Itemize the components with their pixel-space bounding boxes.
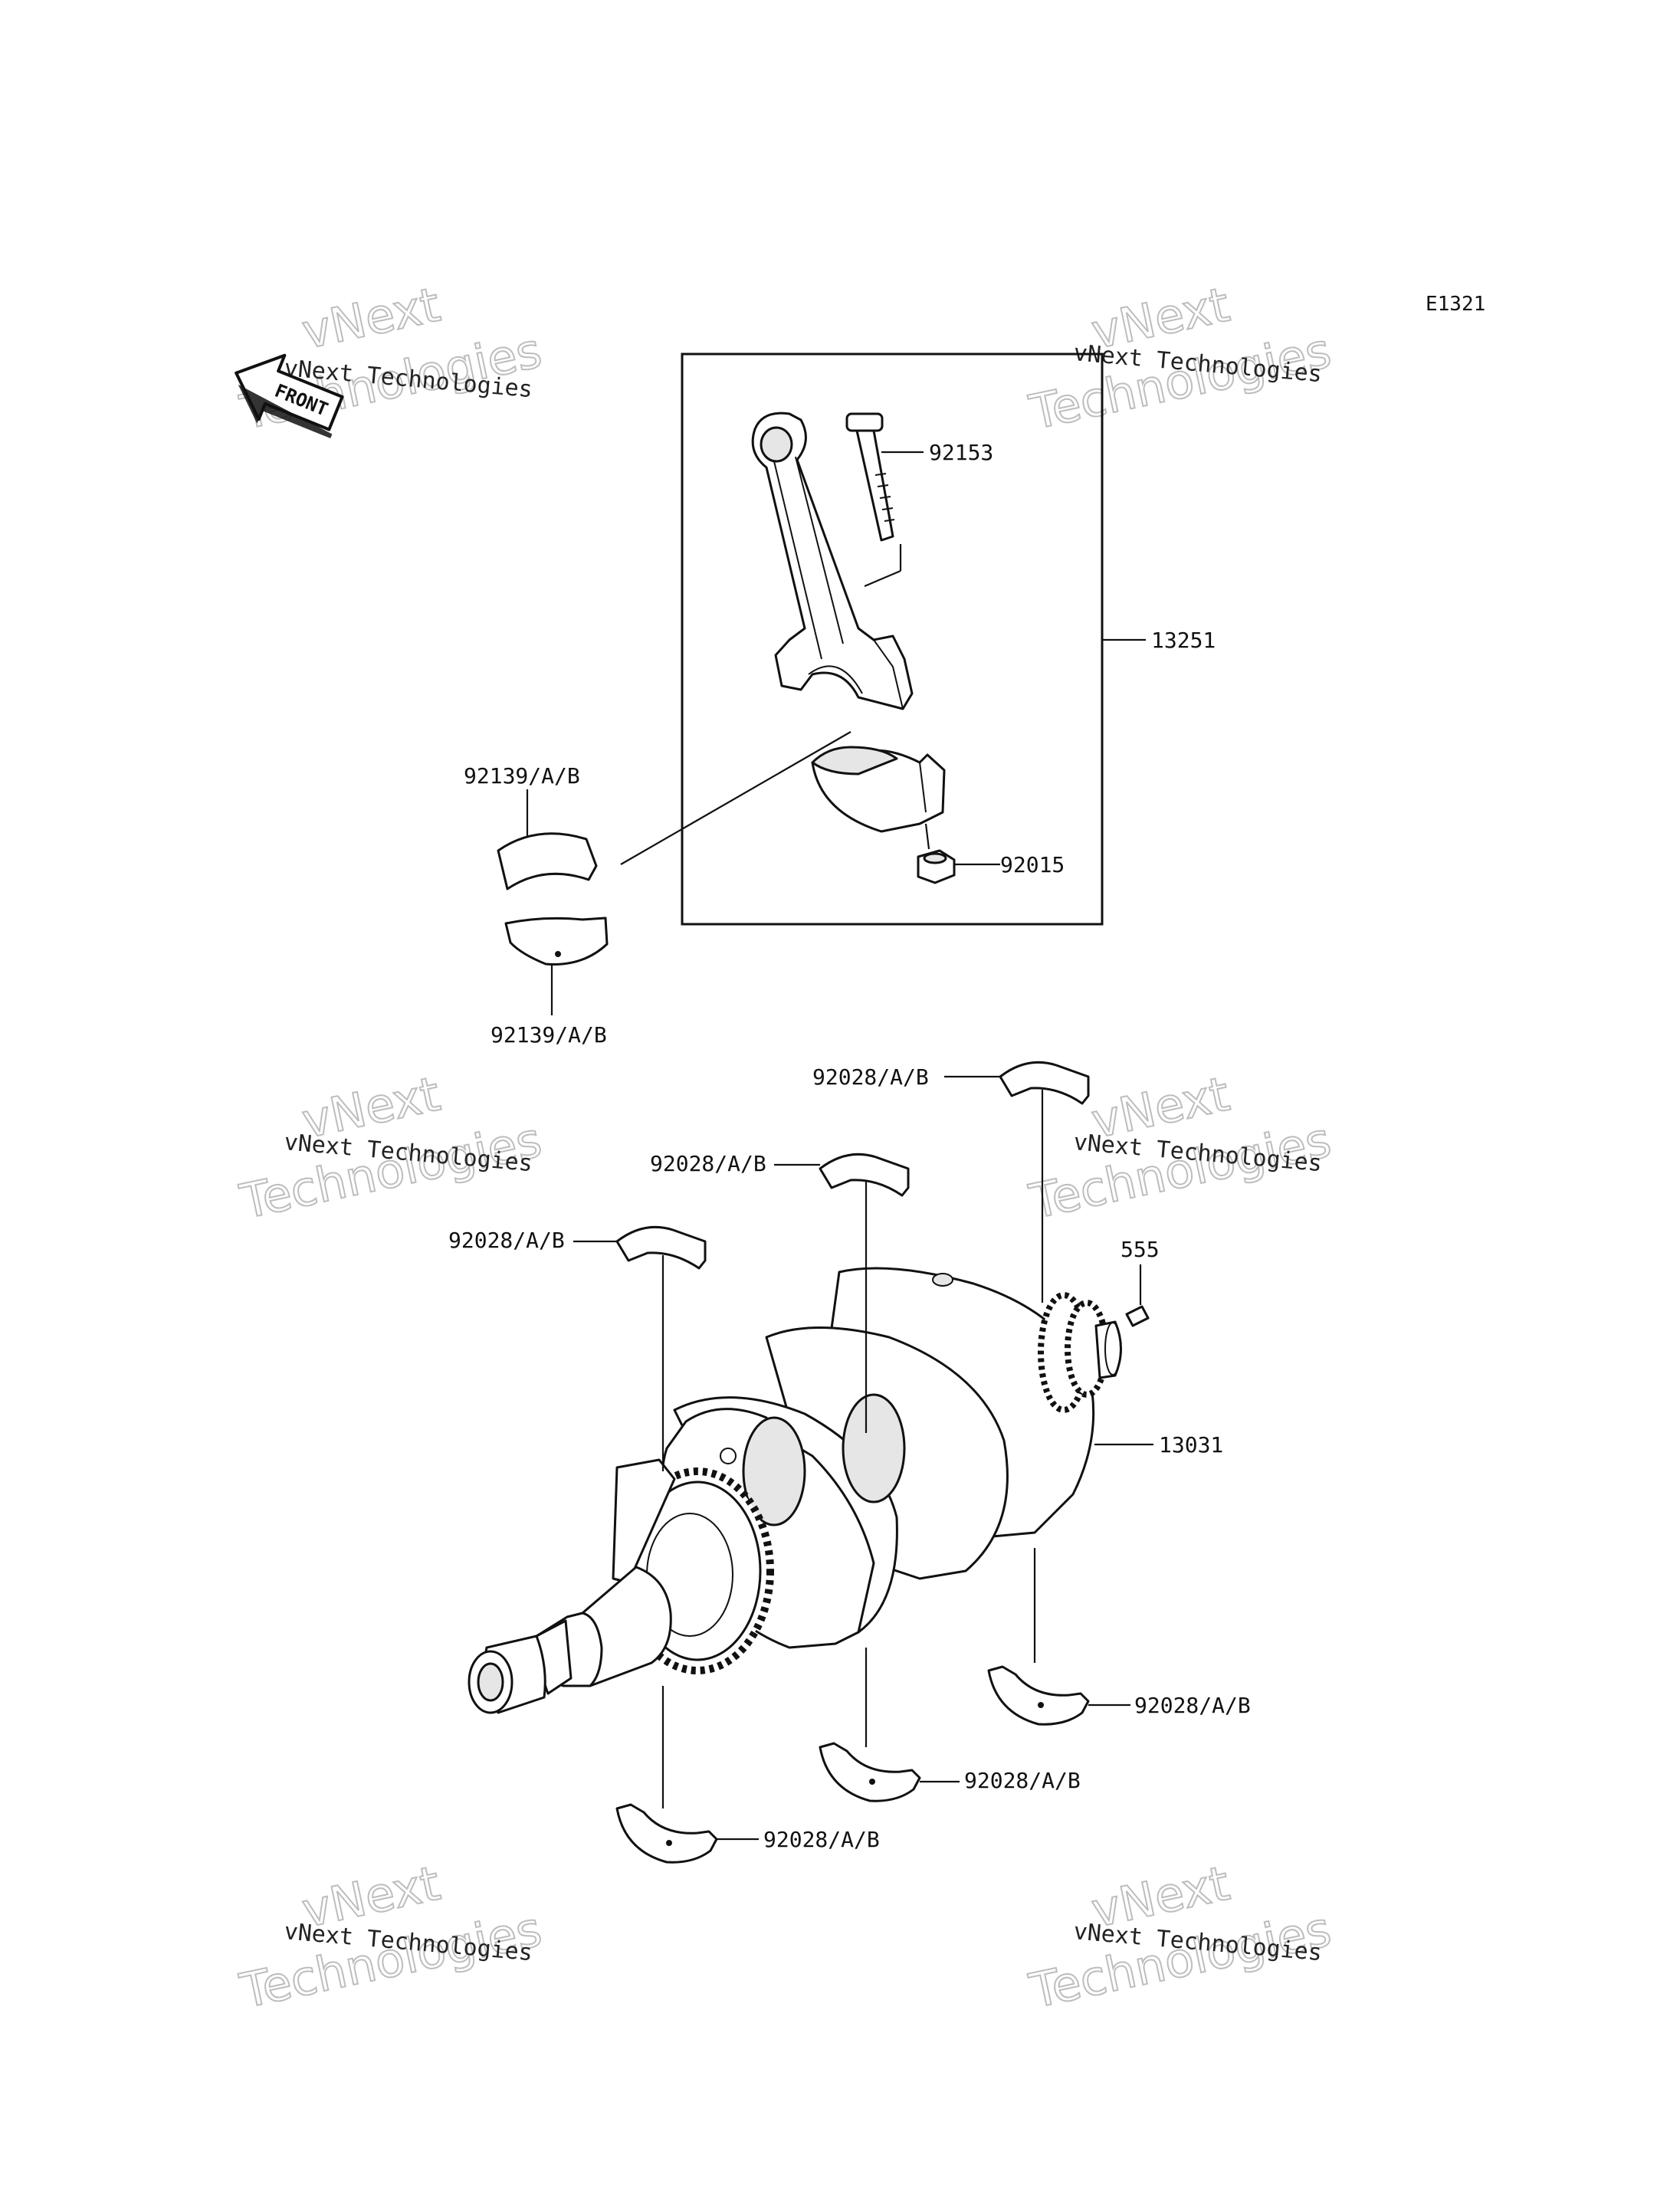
callout-main-bearing-4: 92028/A/B — [1134, 1693, 1251, 1718]
callout-pin: 555 — [1121, 1237, 1160, 1262]
rod-bearing-upper — [497, 832, 598, 890]
main-bearing-upper-2 — [819, 1153, 910, 1197]
diagram-code: E1321 — [1426, 293, 1485, 316]
connecting-rod — [751, 412, 914, 710]
watermark-bottom-left: vNext Technologies vNext Technologies — [235, 1854, 547, 2020]
crankshaft — [468, 1267, 1122, 1714]
callout-connecting-rod-assy: 13251 — [1151, 628, 1216, 653]
callout-rod-bearing-upper: 92139/A/B — [464, 763, 580, 789]
callout-rod-nut: 92015 — [1000, 852, 1065, 877]
rod-cap — [811, 746, 946, 833]
callout-main-bearing-2: 92028/A/B — [650, 1151, 766, 1176]
main-bearing-upper-3 — [615, 1225, 707, 1270]
callout-crankshaft: 13031 — [1159, 1432, 1223, 1458]
callout-rod-bearing-lower: 92139/A/B — [491, 1022, 607, 1048]
callout-rod-bolt: 92153 — [929, 440, 993, 465]
main-bearing-lower-6 — [615, 1803, 718, 1864]
watermark-top-right: vNext Technologies vNext Technologies — [1024, 276, 1337, 441]
rod-bolt — [845, 412, 895, 542]
pin — [1125, 1305, 1150, 1327]
main-bearing-upper-1 — [999, 1061, 1090, 1105]
rod-bearing-lower — [504, 917, 609, 966]
front-arrow-icon: FRONT — [235, 353, 344, 439]
rod-nut — [917, 849, 956, 884]
rear-gear-icon — [1038, 1292, 1109, 1413]
watermark-mid-left: vNext Technologies vNext Technologies — [235, 1065, 547, 1231]
callout-main-bearing-1: 92028/A/B — [812, 1064, 929, 1090]
callout-main-bearing-5: 92028/A/B — [964, 1768, 1081, 1793]
callout-main-bearing-6: 92028/A/B — [763, 1827, 880, 1852]
main-bearing-lower-4 — [987, 1665, 1090, 1726]
callout-main-bearing-3: 92028/A/B — [448, 1228, 565, 1253]
watermark-bottom-right: vNext Technologies vNext Technologies — [1024, 1854, 1337, 2020]
main-bearing-lower-5 — [819, 1742, 921, 1802]
